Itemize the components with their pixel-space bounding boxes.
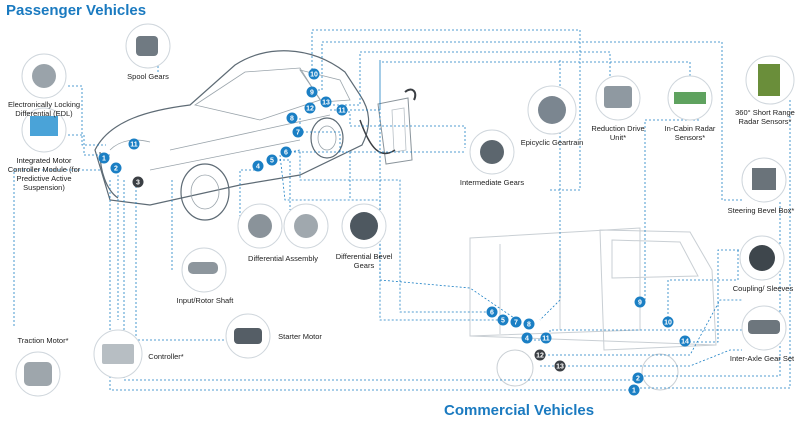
- svg-text:8: 8: [527, 322, 531, 329]
- svg-text:1: 1: [632, 388, 636, 395]
- car-badge-1: 1: [98, 152, 110, 164]
- edl-label: Electronically Locking Differential (EDL…: [7, 100, 81, 118]
- svg-text:7: 7: [296, 130, 300, 137]
- coupling-icon: [749, 245, 775, 271]
- car-badge-7: 7: [292, 126, 304, 138]
- svg-text:12: 12: [536, 353, 544, 360]
- truck-badge-10: 10: [662, 316, 674, 328]
- svg-text:6: 6: [284, 150, 288, 157]
- svg-text:10: 10: [664, 320, 672, 327]
- svg-text:10: 10: [310, 72, 318, 79]
- car-badge-10: 10: [308, 68, 320, 80]
- differential-icon-2: [294, 214, 318, 238]
- edl-icon: [32, 64, 56, 88]
- starter-motor-icon: [234, 328, 262, 344]
- epicyclic-icon: [538, 96, 566, 124]
- car-badge-4: 4: [252, 160, 264, 172]
- svg-text:8: 8: [290, 116, 294, 123]
- svg-text:5: 5: [501, 318, 505, 325]
- svg-text:6: 6: [490, 310, 494, 317]
- svg-text:3: 3: [136, 180, 140, 187]
- controller-icon: [102, 344, 134, 364]
- spool-gears-label: Spool Gears: [127, 72, 169, 81]
- bevel-gears-icon: [350, 212, 378, 240]
- intermediate-gears-label: Intermediate Gears: [459, 178, 525, 187]
- truck-badge-2: 2: [632, 372, 644, 384]
- car-badge-11-front: 11: [128, 138, 140, 150]
- reduction-drive-icon: [604, 86, 632, 108]
- svg-text:11: 11: [338, 108, 346, 115]
- car-badge-11-rear: 11: [336, 104, 348, 116]
- truck-badge-1: 1: [628, 384, 640, 396]
- traction-motor-icon: [24, 362, 52, 386]
- truck-badge-9: 9: [634, 296, 646, 308]
- truck-badges: 6 5 7 8 4 11 12 13 9 10 14 2 1: [486, 296, 691, 396]
- car-badge-3: 3: [132, 176, 144, 188]
- passenger-vehicles-title: Passenger Vehicles: [6, 2, 147, 19]
- svg-text:11: 11: [130, 142, 138, 149]
- differential-icon-1: [248, 214, 272, 238]
- svg-text:12: 12: [306, 106, 314, 113]
- svg-text:4: 4: [525, 336, 529, 343]
- car-badge-9: 9: [306, 86, 318, 98]
- svg-text:14: 14: [681, 339, 689, 346]
- part-photos: [15, 23, 795, 397]
- coupling-label: Coupling/ Sleeves: [732, 284, 794, 293]
- svg-text:11: 11: [542, 336, 550, 343]
- steering-bevel-icon: [752, 168, 776, 190]
- car-badge-13: 13: [320, 96, 332, 108]
- commercial-vehicles-title: Commercial Vehicles: [444, 402, 595, 419]
- svg-text:2: 2: [636, 376, 640, 383]
- imcm-icon: [30, 116, 58, 136]
- connector-lines: [13, 29, 791, 391]
- truck-badge-7: 7: [510, 316, 522, 328]
- cabin-radar-label: In-Cabin Radar Sensors*: [664, 124, 716, 142]
- car-badge-5: 5: [266, 154, 278, 166]
- differential-bevel-label: Differential Bevel Gears: [335, 252, 393, 270]
- truck-badge-4: 4: [521, 332, 533, 344]
- truck-badge-14: 14: [679, 335, 691, 347]
- radar-360-label: 360° Short Range Radar Sensors*: [735, 108, 795, 126]
- starter-motor-label: Starter Motor: [278, 332, 322, 341]
- radar-360-icon: [758, 64, 780, 96]
- car-badge-6: 6: [280, 146, 292, 158]
- truck-badge-13: 13: [554, 360, 566, 372]
- svg-text:9: 9: [310, 90, 314, 97]
- svg-text:13: 13: [556, 364, 564, 371]
- imcm-label: Integrated Motor Controller Module (for …: [7, 156, 81, 192]
- inter-axle-label: Inter-Axle Gear Set: [729, 354, 795, 363]
- svg-text:1: 1: [102, 156, 106, 163]
- truck-badge-8: 8: [523, 318, 535, 330]
- spool-gears-icon: [136, 36, 158, 56]
- reduction-drive-label: Reduction Drive Unit*: [591, 124, 645, 142]
- controller-label: Controller*: [148, 352, 184, 361]
- epicyclic-label: Epicyclic Geartrain: [520, 138, 584, 147]
- ev-charger-icon: [359, 88, 417, 165]
- svg-text:2: 2: [114, 166, 118, 173]
- steering-bevel-label: Steering Bevel Box*: [727, 206, 795, 215]
- cabin-radar-icon: [674, 92, 706, 104]
- truck-badge-6: 6: [486, 306, 498, 318]
- input-shaft-icon: [188, 262, 218, 274]
- truck-badge-11: 11: [540, 332, 552, 344]
- car-badge-12: 12: [304, 102, 316, 114]
- svg-text:7: 7: [514, 320, 518, 327]
- svg-text:4: 4: [256, 164, 260, 171]
- truck-badge-12: 12: [534, 349, 546, 361]
- svg-text:9: 9: [638, 300, 642, 307]
- differential-assembly-label: Differential Assembly: [248, 254, 318, 263]
- car-badges: 1 2 3 4 5 6 7 8 9 10 11 12 13 11: [98, 68, 348, 188]
- car-badge-2: 2: [110, 162, 122, 174]
- car-badge-8: 8: [286, 112, 298, 124]
- svg-text:13: 13: [322, 100, 330, 107]
- intermediate-gears-icon: [480, 140, 504, 164]
- truck-badge-5: 5: [497, 314, 509, 326]
- inter-axle-icon: [748, 320, 780, 334]
- svg-text:5: 5: [270, 158, 274, 165]
- traction-motor-label: Traction Motor*: [17, 336, 69, 345]
- input-shaft-label: Input/Rotor Shaft: [176, 296, 234, 305]
